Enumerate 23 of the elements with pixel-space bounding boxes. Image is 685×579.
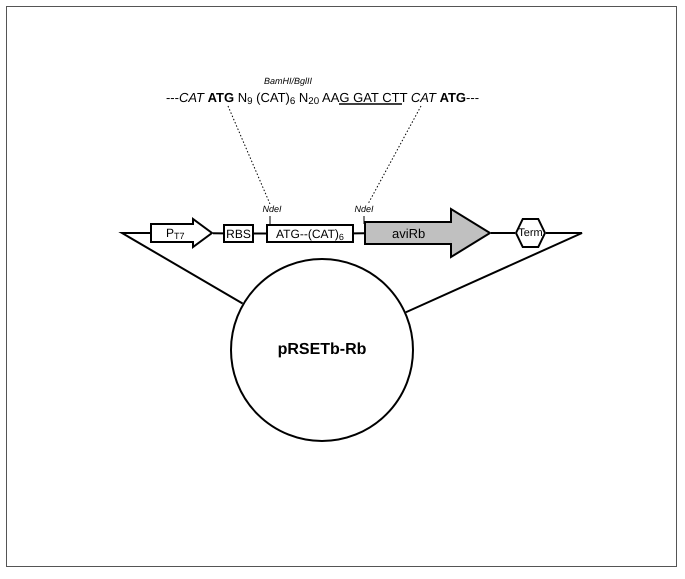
node-label: P$_{T7}$	[166, 227, 185, 239]
node-label: aviRb	[392, 226, 426, 240]
node-label: pRSETb-Rb	[278, 342, 366, 358]
restriction-site-label: BamHI/BglII	[262, 77, 313, 86]
promoter-arrow	[150, 218, 213, 248]
backbone-line	[491, 232, 515, 234]
leader-line	[228, 106, 270, 204]
backbone-line	[212, 232, 224, 234]
node-label: Term	[518, 228, 543, 238]
leader-line	[368, 106, 422, 204]
node-label: NdeI	[262, 205, 282, 214]
gene-box	[266, 224, 354, 243]
node-label: ---CAT ATG N$_{9}$ (CAT)$_{6}$ N$_{20}$ AAG GAT CTT CAT ATG---	[166, 90, 480, 104]
node-label: NdeI	[354, 205, 374, 214]
backbone-line	[118, 232, 244, 304]
backbone-line	[405, 232, 583, 314]
plasmid-circle	[230, 258, 414, 442]
node-label: RBS	[226, 228, 251, 240]
backbone-line	[354, 232, 364, 234]
rbs-box	[223, 224, 254, 243]
terminator-hexagon	[515, 218, 546, 248]
node-label: ATG--(CAT)$_{6}$	[276, 228, 344, 240]
backbone-line	[254, 232, 266, 234]
